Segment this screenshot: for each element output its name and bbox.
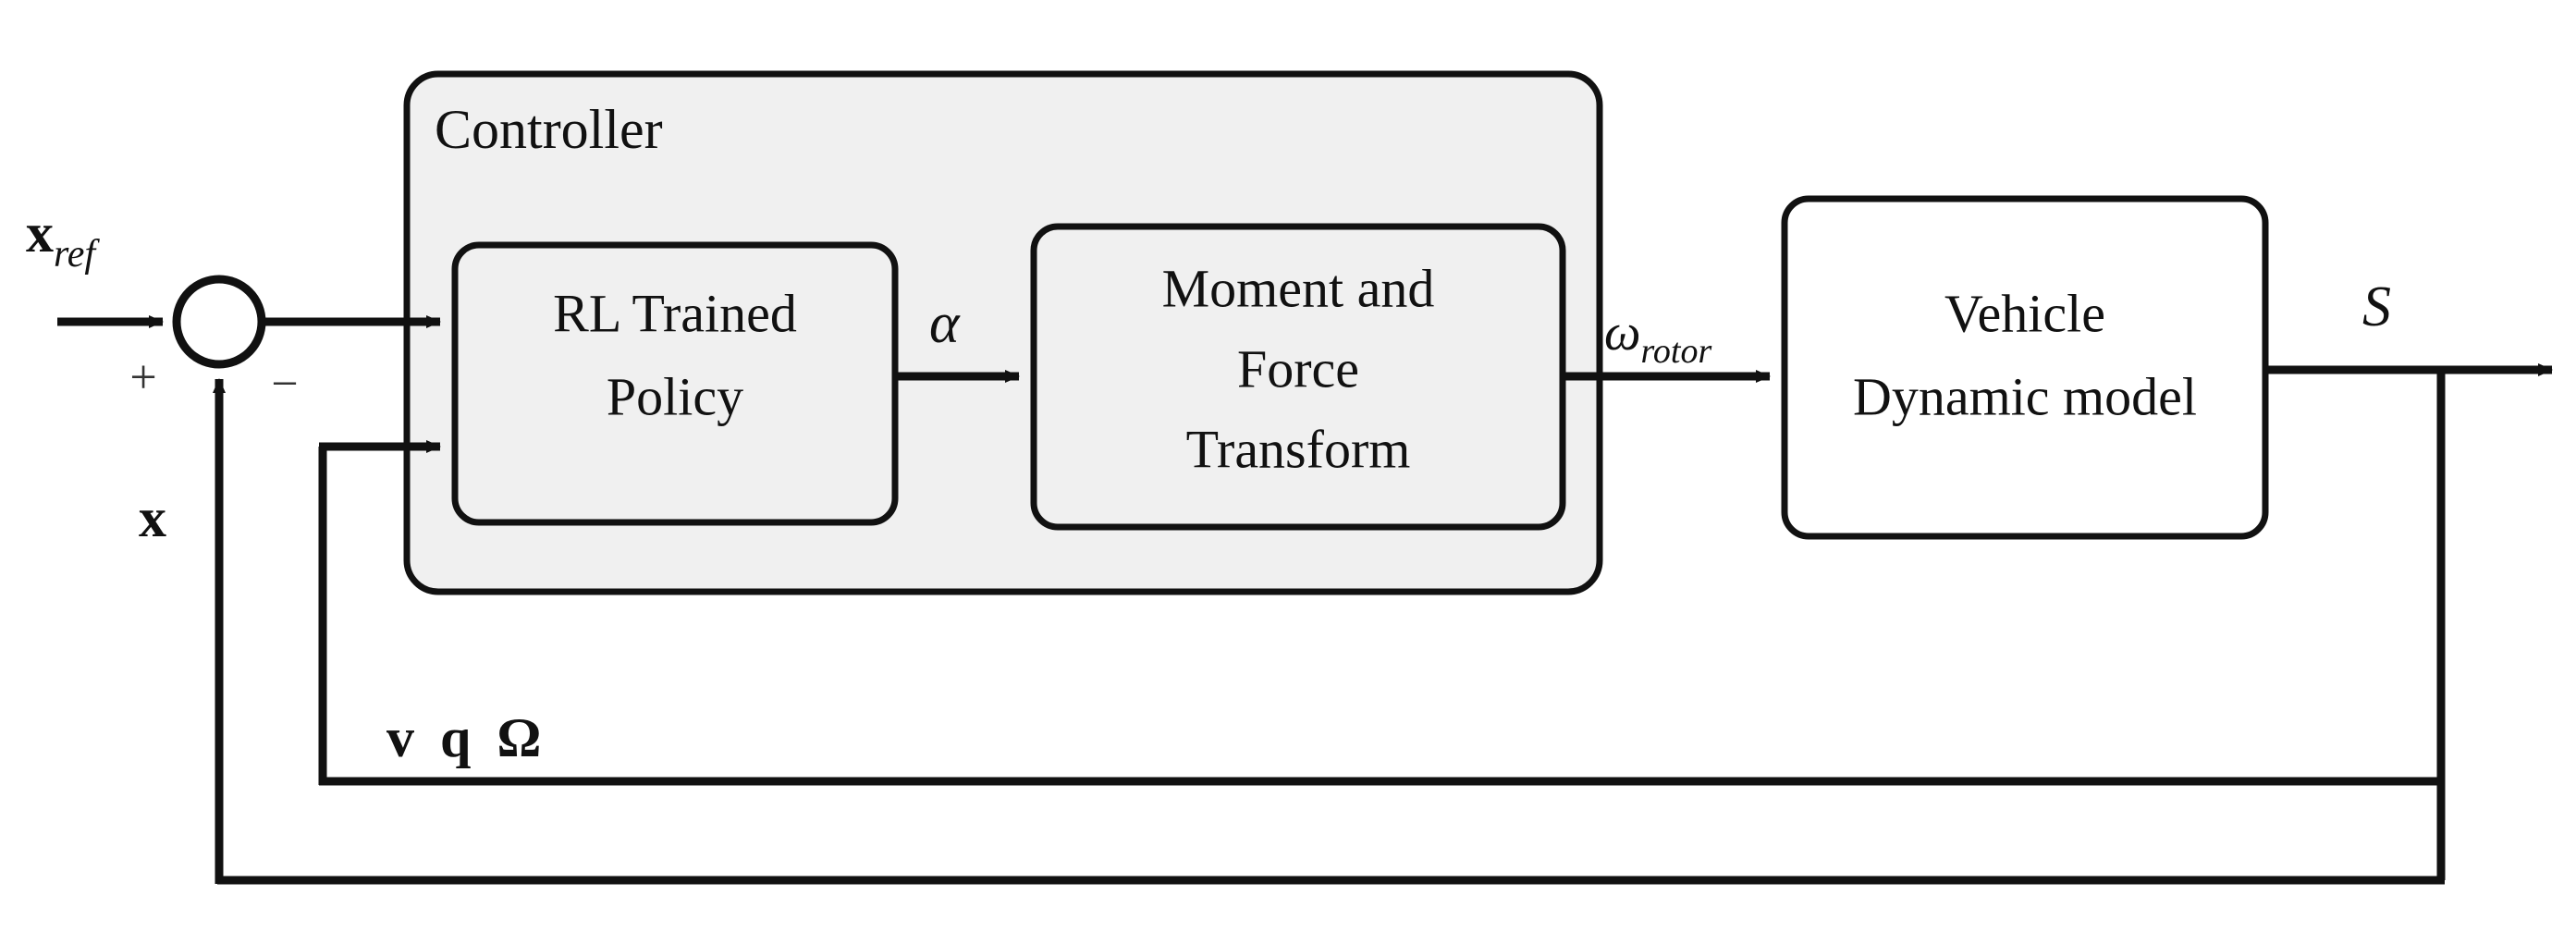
sum-plus-sign: + xyxy=(129,351,156,404)
rl-policy-label-line1: RL Trained xyxy=(553,283,797,343)
state-feedback-label: x xyxy=(139,487,166,548)
output-signal-label: S xyxy=(2362,276,2391,338)
rl-policy-block[interactable] xyxy=(451,241,899,526)
sum-minus-sign: − xyxy=(271,358,298,411)
alpha-signal-label: α xyxy=(929,292,961,355)
moment-force-label-line1: Moment and xyxy=(1162,258,1435,318)
measured-state-q: q xyxy=(440,707,471,768)
moment-force-label-line3: Transform xyxy=(1186,419,1411,479)
rotor-speed-subscript: rotor xyxy=(1641,332,1712,371)
reference-signal-subscript: ref xyxy=(54,233,100,276)
rotor-speed-base: ω xyxy=(1604,304,1641,362)
measured-state-omega: Ω xyxy=(497,707,541,768)
rotor-speed-label: ωrotor xyxy=(1604,304,1711,371)
rl-policy-label-line2: Policy xyxy=(607,366,743,426)
measured-state-v: v xyxy=(386,707,414,768)
controller-group-label: Controller xyxy=(435,99,663,160)
moment-force-label-line2: Force xyxy=(1237,338,1359,398)
summing-junction-circle[interactable] xyxy=(172,275,266,369)
vehicle-label-line1: Vehicle xyxy=(1944,283,2105,343)
vehicle-label-line2: Dynamic model xyxy=(1853,366,2197,426)
reference-signal-base: x xyxy=(26,202,54,264)
reference-signal-label: xref xyxy=(26,202,100,276)
